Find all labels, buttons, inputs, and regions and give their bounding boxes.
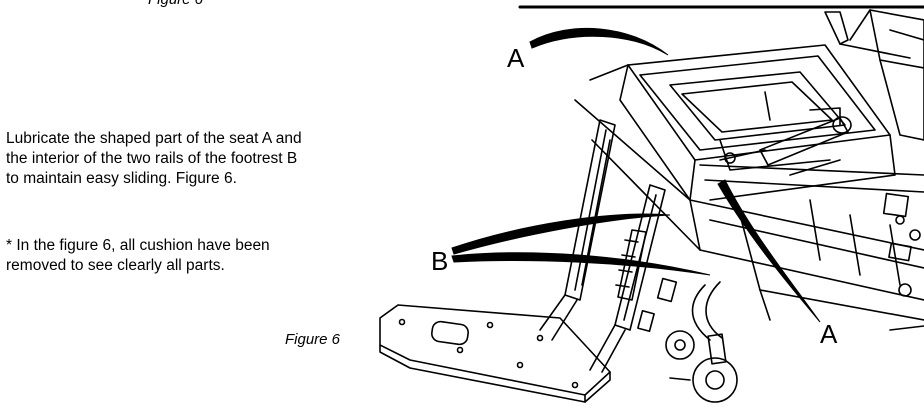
footrest-rails: [564, 119, 678, 333]
leader-a-bottom: [717, 179, 821, 323]
note-line: removed to see clearly all parts.: [6, 257, 225, 274]
footrest-struts: [539, 294, 626, 373]
note-line: * In the figure 6, all cushion have been: [6, 237, 270, 254]
instruction-line: Lubricate the shaped part of the seat A …: [6, 130, 302, 147]
callout-leaders: [451, 27, 821, 323]
leader-b-lower: [451, 252, 711, 276]
callout-label-b: B: [431, 246, 448, 276]
footrest-plate: [379, 304, 611, 403]
instruction-line: the interior of the two rails of the foo…: [6, 150, 298, 167]
callout-label-a-bottom: A: [820, 319, 838, 349]
figure-caption-bottom: Figure 6: [285, 331, 341, 348]
lubrication-instructions: Lubricate the shaped part of the seat A …: [6, 129, 302, 189]
instruction-line: to maintain easy sliding. Figure 6.: [6, 170, 237, 187]
leader-b-upper: [451, 213, 671, 255]
callout-label-a-top: A: [507, 43, 525, 73]
wheelchair-seat-footrest-illustration: A B A: [379, 5, 924, 403]
seat-frame: [619, 44, 896, 201]
backrest-frame: [824, 9, 924, 141]
cushion-removed-note: * In the figure 6, all cushion have been…: [6, 236, 270, 276]
actuator-cylinder: [719, 116, 852, 176]
leader-a-top: [529, 27, 669, 56]
figure-caption-top: Figure 6: [148, 0, 203, 8]
rear-wheel-part: [889, 215, 924, 331]
side-frame-rails: [574, 64, 924, 321]
front-caster-assembly: [665, 281, 738, 403]
